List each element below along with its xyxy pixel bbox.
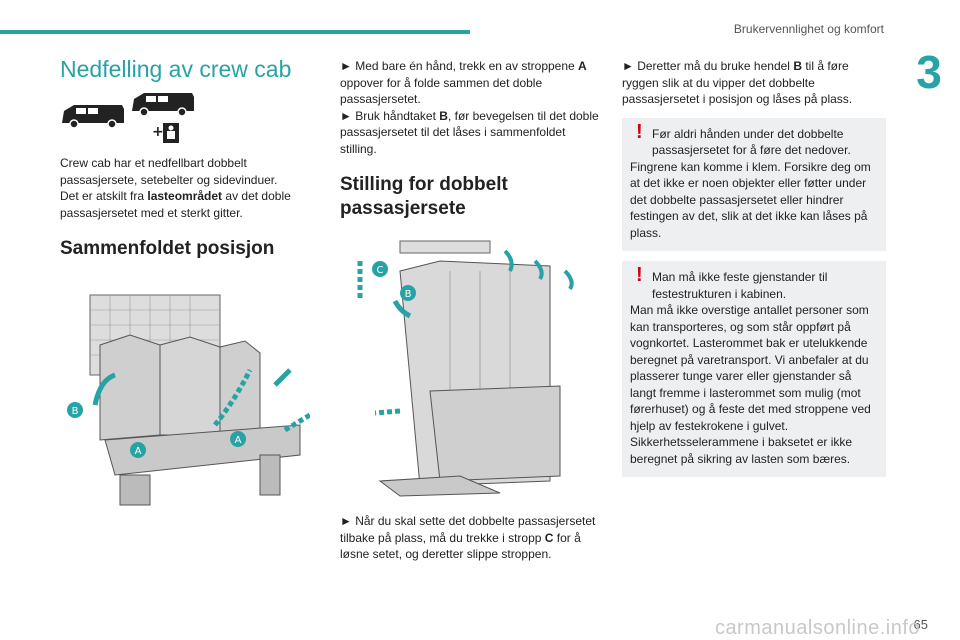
exclamation-icon: ! <box>636 120 643 143</box>
figure-label-c: C <box>377 265 384 276</box>
warning-1-first: Før aldri hånden under det dobbelte pass… <box>652 126 851 158</box>
section-title-folded: Sammenfoldet posisjon <box>60 238 275 259</box>
page-title: Nedfelling av crew cab <box>60 56 292 82</box>
exclamation-icon: ! <box>636 264 643 286</box>
chapter-tab: 3 <box>898 46 960 98</box>
instruction-strap-a: ► Med bare én hånd, trekk en av stroppen… <box>340 59 587 106</box>
warning-box-2: ! Man må ikke feste gjenstander til fest… <box>622 261 886 477</box>
intro-paragraph: Det er atskilt fra lasteområdet av det d… <box>60 189 291 220</box>
column-3: ► Deretter må du bruke hendel B til å fø… <box>622 58 886 477</box>
figure-label-a2: A <box>235 435 242 446</box>
watermark: carmanualsonline.info <box>714 617 920 639</box>
seat-plus-icon: + <box>152 123 179 143</box>
instruction-lever-b: ► Deretter må du bruke hendel B til å fø… <box>622 59 853 106</box>
intro-line-2: passasjersete, setebelter og sidevinduer… <box>60 172 278 187</box>
seat-position-figure: C B <box>357 240 574 497</box>
header-title: Brukervennlighet og komfort <box>733 22 884 36</box>
instruction-handle-b: ► Bruk håndtaket B, før bevegelsen til d… <box>340 108 599 156</box>
page-number: 65 <box>913 617 928 632</box>
van-icon <box>62 105 124 129</box>
van-icons: + <box>60 93 310 145</box>
warning-2-first: Man må ikke feste gjenstander til festes… <box>652 270 828 301</box>
figure-label-b: B <box>72 406 79 417</box>
instruction-strap-c: ► Når du skal sette det dobbelte passasj… <box>340 514 596 561</box>
folded-seat-figure: B A A <box>67 294 310 506</box>
chapter-number: 3 <box>916 46 942 98</box>
van-icon <box>132 93 194 117</box>
header-accent-bar <box>0 30 470 34</box>
warning-1-rest: Fingrene kan komme i klem. Forsikre deg … <box>630 159 871 240</box>
warning-box-1: ! Før aldri hånden under det dobbelte pa… <box>622 117 886 251</box>
figure-label-a1: A <box>135 446 142 457</box>
figure-label-b2: B <box>405 289 412 300</box>
svg-text:+: + <box>152 124 164 140</box>
column-2: ► Med bare én hånd, trekk en av stroppen… <box>340 58 602 563</box>
intro-line-1: Crew cab har et nedfellbart dobbelt <box>60 156 247 170</box>
column-1: Nedfelling av crew cab + Crew cab har et… <box>60 56 310 525</box>
warning-2-rest: Man må ikke overstige antallet personer … <box>630 303 871 466</box>
